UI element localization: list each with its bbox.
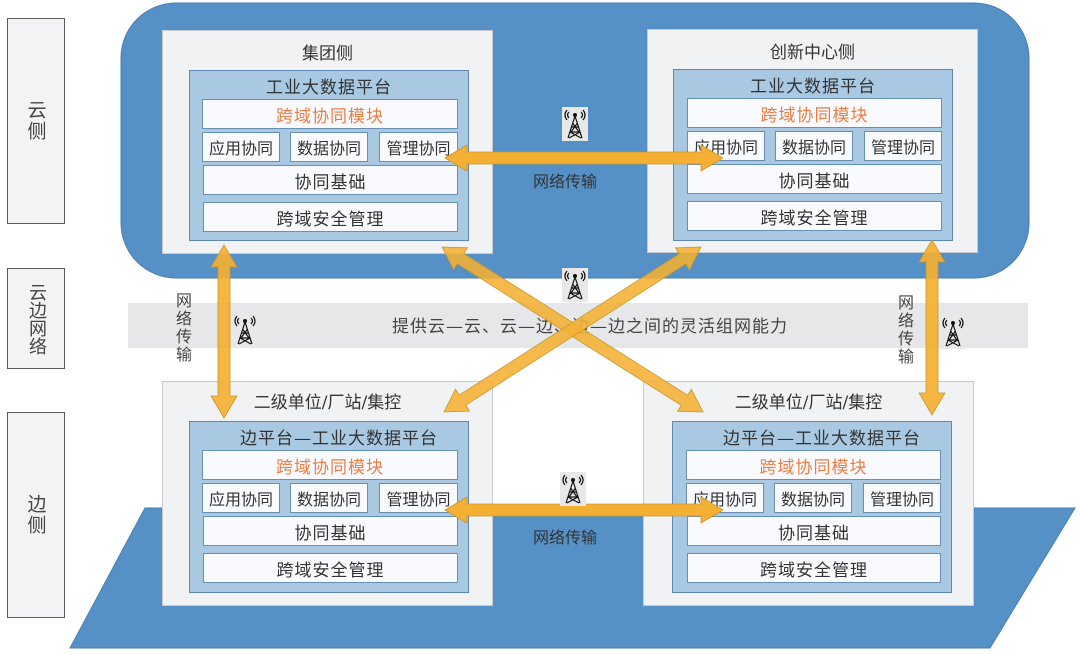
- platform-title: 边平台—工业大数据平台: [240, 429, 438, 449]
- cell-application-sync: 应用协同: [686, 483, 764, 513]
- network-band-text: 提供云—云、云—边、边—边之间的灵活组网能力: [392, 317, 788, 337]
- platform-title: 边平台—工业大数据平台: [723, 429, 921, 449]
- cell-application-sync: 应用协同: [202, 132, 280, 162]
- platform-box: 工业大数据平台 跨域协同模块 应用协同 数据协同 管理协同 协同基础 跨域安全管…: [189, 70, 469, 241]
- layer-label-cloud: 云侧: [7, 18, 65, 224]
- cell-application-sync: 应用协同: [687, 131, 765, 161]
- cell-management-sync: 管理协同: [379, 132, 458, 162]
- site-edge-left: 二级单位/厂站/集控 边平台—工业大数据平台 跨域协同模块 应用协同 数据协同 …: [162, 381, 493, 606]
- platform-box: 工业大数据平台 跨域协同模块 应用协同 数据协同 管理协同 协同基础 跨域安全管…: [673, 69, 953, 241]
- platform-title: 工业大数据平台: [266, 78, 392, 98]
- radio-tower-icon: [232, 313, 258, 347]
- radio-tower-icon: [562, 107, 588, 141]
- platform-box: 边平台—工业大数据平台 跨域协同模块 应用协同 数据协同 管理协同 协同基础 跨…: [672, 421, 952, 593]
- cell-data-sync: 数据协同: [290, 483, 368, 513]
- network-transfer-label-left: 网络传输: [173, 292, 192, 364]
- network-transfer-label-top: 网络传输: [533, 172, 598, 191]
- site-group: 集团侧 工业大数据平台 跨域协同模块 应用协同 数据协同 管理协同 协同基础 跨…: [162, 30, 493, 254]
- site-title: 集团侧: [302, 44, 353, 64]
- radio-tower-icon: [940, 315, 966, 349]
- cross-domain-module: 跨域协同模块: [686, 450, 941, 480]
- platform-box: 边平台—工业大数据平台 跨域协同模块 应用协同 数据协同 管理协同 协同基础 跨…: [189, 421, 469, 593]
- sync-foundation: 协同基础: [203, 165, 458, 195]
- cell-management-sync: 管理协同: [863, 483, 941, 513]
- radio-tower-icon: [560, 472, 586, 506]
- layer-label-edge: 边侧: [7, 412, 65, 618]
- cross-domain-module: 跨域协同模块: [202, 99, 458, 129]
- cross-domain-security: 跨域安全管理: [687, 553, 941, 583]
- sync-foundation: 协同基础: [687, 516, 941, 546]
- cross-domain-security: 跨域安全管理: [687, 201, 942, 231]
- cell-data-sync: 数据协同: [775, 131, 853, 161]
- cell-data-sync: 数据协同: [774, 483, 852, 513]
- sync-foundation: 协同基础: [203, 516, 458, 546]
- cross-domain-module: 跨域协同模块: [687, 98, 942, 128]
- network-transfer-label-bottom: 网络传输: [533, 528, 598, 547]
- platform-title: 工业大数据平台: [750, 77, 876, 97]
- radio-tower-icon: [562, 268, 588, 302]
- layer-label-cloud-edge-network: 云边网络: [7, 268, 65, 369]
- network-transfer-label-right: 网络传输: [895, 294, 914, 366]
- site-innovation-center: 创新中心侧 工业大数据平台 跨域协同模块 应用协同 数据协同 管理协同 协同基础…: [647, 29, 978, 253]
- cell-application-sync: 应用协同: [202, 483, 280, 513]
- site-title: 二级单位/厂站/集控: [253, 393, 402, 413]
- sync-foundation: 协同基础: [687, 164, 942, 194]
- cross-domain-security: 跨域安全管理: [203, 553, 458, 583]
- site-edge-right: 二级单位/厂站/集控 边平台—工业大数据平台 跨域协同模块 应用协同 数据协同 …: [643, 381, 974, 606]
- cell-management-sync: 管理协同: [379, 483, 458, 513]
- cross-domain-security: 跨域安全管理: [203, 202, 458, 232]
- site-title: 创新中心侧: [770, 43, 855, 63]
- cell-data-sync: 数据协同: [290, 132, 368, 162]
- site-title: 二级单位/厂站/集控: [734, 393, 883, 413]
- cross-domain-module: 跨域协同模块: [202, 450, 458, 480]
- cell-management-sync: 管理协同: [864, 131, 942, 161]
